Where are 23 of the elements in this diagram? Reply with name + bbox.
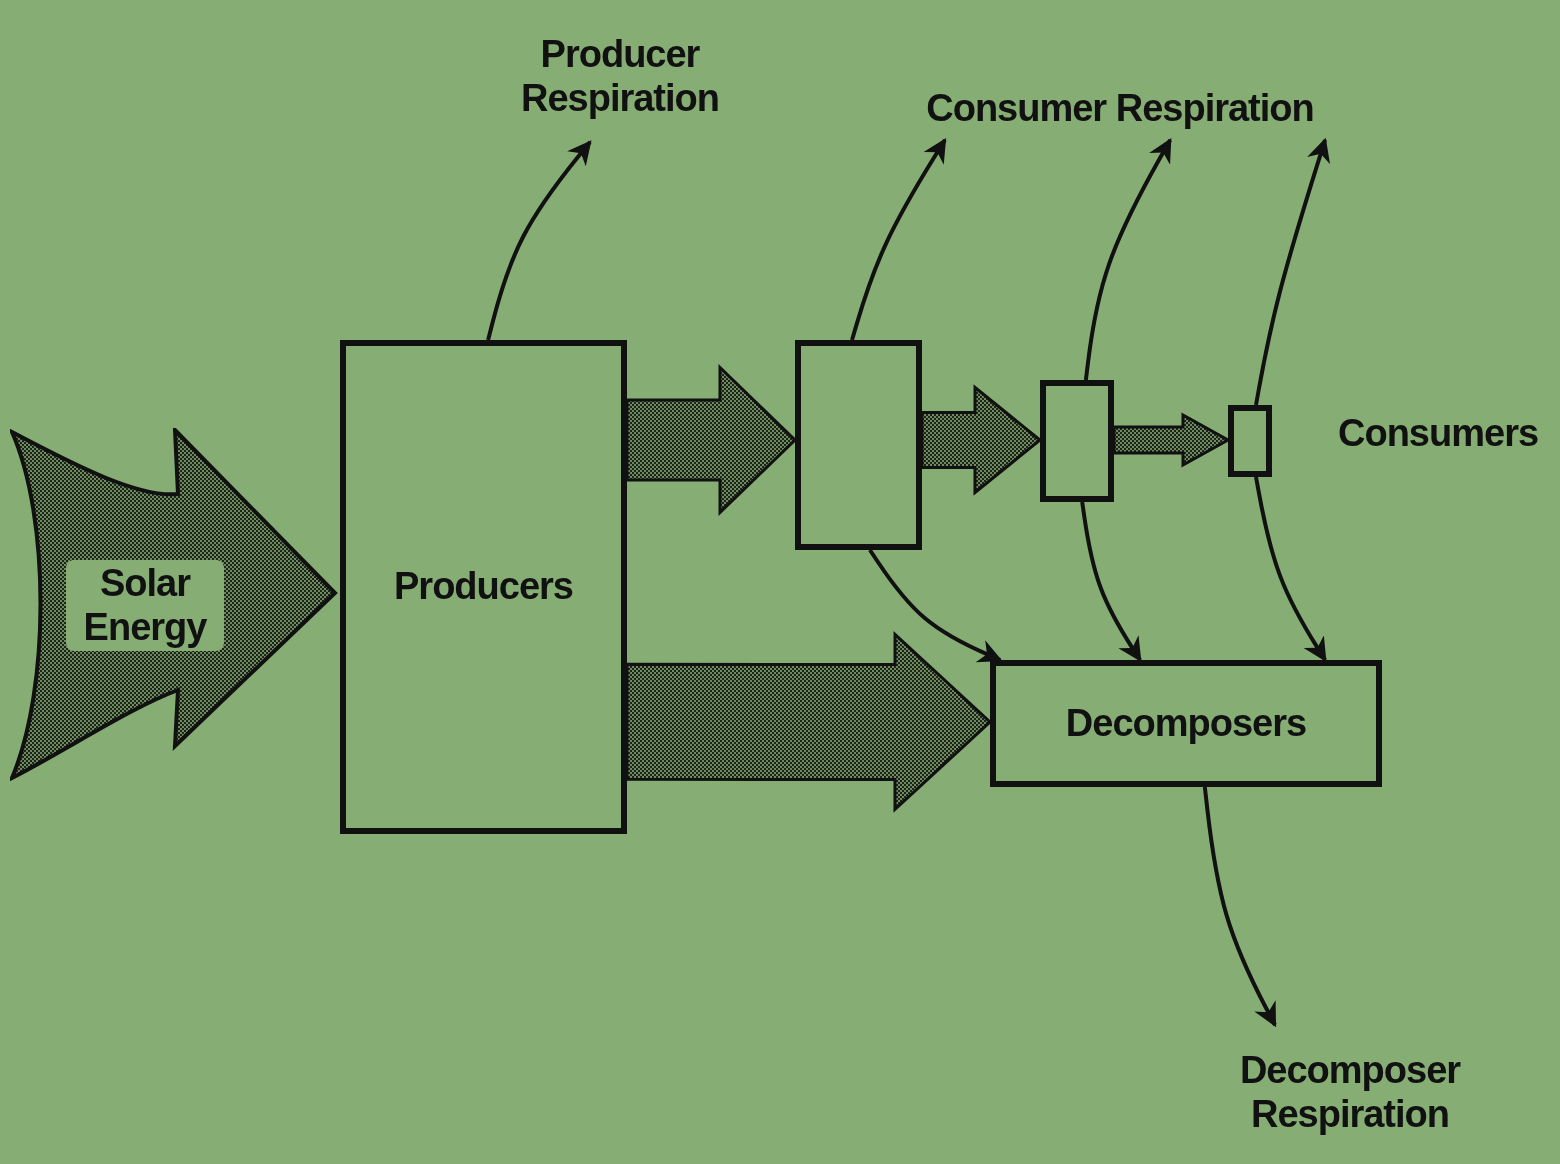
arrow bbox=[1254, 137, 1331, 406]
group-label: Consumers bbox=[1338, 412, 1539, 455]
flow-label: Consumer Respiration bbox=[926, 87, 1314, 131]
process-box bbox=[340, 340, 627, 834]
empty-box bbox=[1228, 405, 1272, 477]
arrow bbox=[1254, 476, 1327, 663]
empty-box bbox=[1040, 380, 1114, 502]
arrow bbox=[1080, 501, 1142, 662]
arrow bbox=[868, 548, 1003, 663]
flow-arrow bbox=[625, 363, 798, 516]
flow-label: Decomposer Respiration bbox=[1238, 1048, 1462, 1137]
flow-arrow bbox=[920, 384, 1043, 496]
node-label: Decomposers bbox=[1065, 701, 1307, 746]
flow-label: Producer Respiration bbox=[519, 33, 720, 121]
process-box bbox=[990, 660, 1382, 787]
empty-box bbox=[795, 340, 922, 550]
arrow bbox=[850, 137, 947, 341]
arrow bbox=[1202, 786, 1277, 1028]
flow-arrow bbox=[625, 631, 993, 813]
node-label: Solar Energy bbox=[66, 559, 224, 652]
arrow bbox=[486, 140, 592, 341]
arrow bbox=[1083, 137, 1172, 381]
node-label: Producers bbox=[394, 565, 573, 609]
